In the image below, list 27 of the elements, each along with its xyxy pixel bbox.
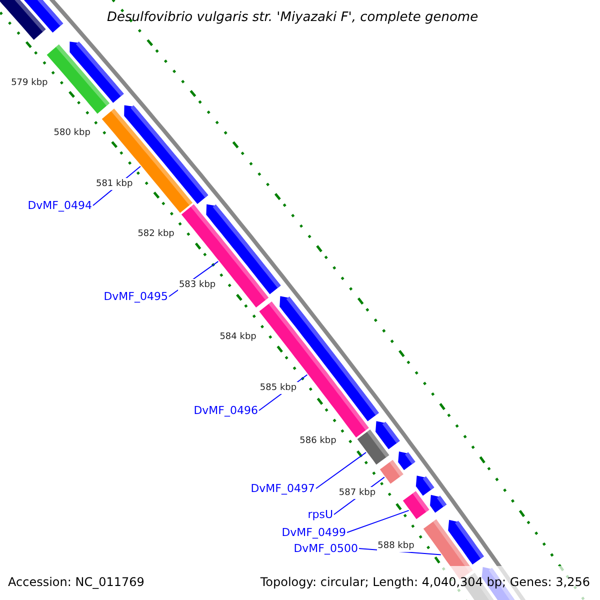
scale-label: 587 kbp bbox=[338, 487, 377, 500]
gene-label: DvMF_0500 bbox=[294, 541, 358, 556]
gene-label: rpsU bbox=[308, 507, 333, 522]
scale-label: 583 kbp bbox=[178, 279, 217, 292]
gene-bar bbox=[181, 204, 269, 308]
scale-label: 581 kbp bbox=[94, 178, 134, 190]
scale-label: 579 kbp bbox=[10, 77, 49, 90]
gene-label: DvMF_0496 bbox=[194, 403, 258, 418]
scale-label: 582 kbp bbox=[136, 228, 176, 240]
leader-line bbox=[316, 452, 367, 489]
gene-bar bbox=[402, 491, 430, 520]
title: Desulfovibrio vulgaris str. 'Miyazaki F', complete genome bbox=[107, 9, 478, 27]
gene-label: DvMF_0497 bbox=[250, 481, 315, 496]
scale-label: 588 kbp bbox=[376, 540, 416, 552]
scale-label: 586 kbp bbox=[298, 434, 338, 447]
gene-label: DvMF_0499 bbox=[282, 525, 346, 540]
gene-bar bbox=[259, 302, 369, 438]
gene-bar bbox=[357, 430, 390, 465]
accession-text: Accession: NC_011769 bbox=[8, 574, 144, 590]
gene-label: DvMF_0494 bbox=[28, 198, 92, 213]
scale-label: 580 kbp bbox=[52, 127, 92, 140]
scale-label: 585 kbp bbox=[258, 382, 298, 394]
gene-bar bbox=[380, 460, 404, 484]
scale-label: 584 kbp bbox=[218, 330, 258, 343]
leader-line bbox=[346, 510, 410, 533]
genome-info-text: Topology: circular; Length: 4,040,304 bp; Genes: 3,256 bbox=[260, 574, 590, 590]
gene-label: DvMF_0495 bbox=[104, 289, 168, 304]
